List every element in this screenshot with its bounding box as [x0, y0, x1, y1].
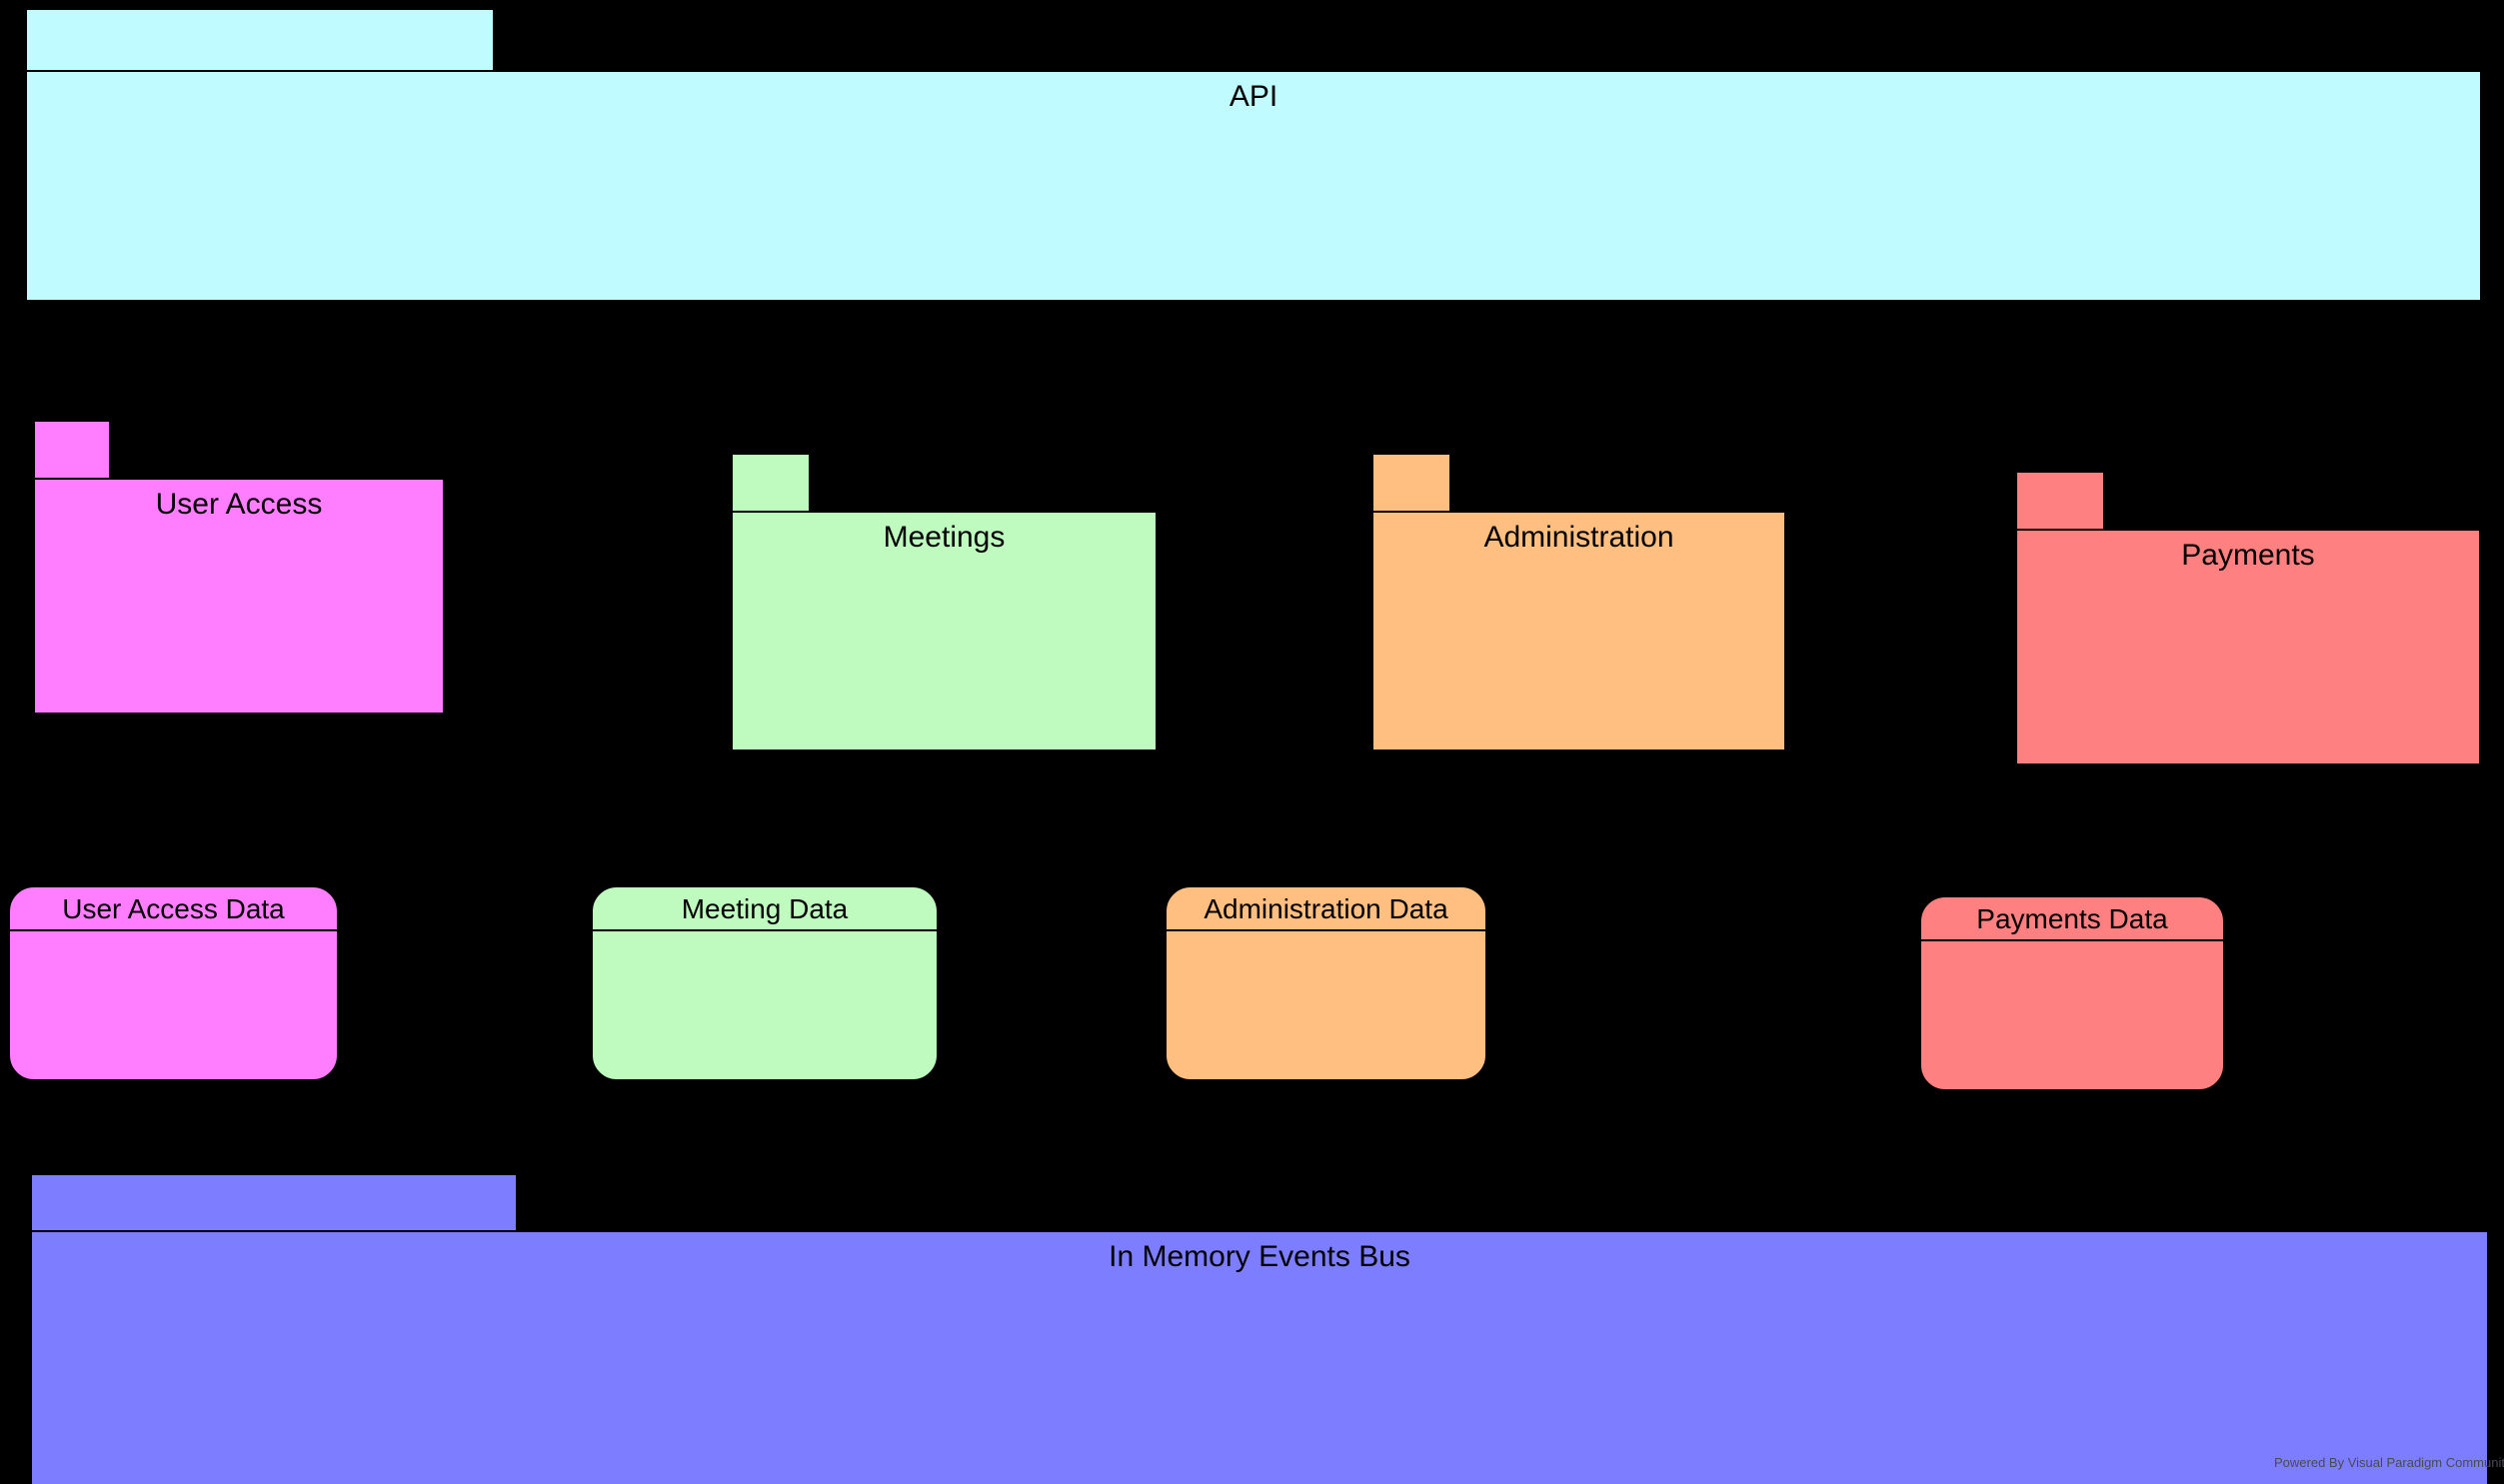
- package-in-memory-events-bus[interactable]: In Memory Events Bus: [30, 1173, 2489, 1484]
- package-payments-body: [2015, 529, 2481, 765]
- datastore-user-access-data-label: User Access Data: [10, 887, 337, 931]
- datastore-administration-data-label: Administration Data: [1167, 887, 1485, 931]
- package-payments[interactable]: Payments: [2015, 471, 2481, 765]
- datastore-meeting-data-label: Meeting Data: [593, 887, 937, 931]
- package-api[interactable]: API: [25, 8, 2482, 302]
- package-payments-tab: [2015, 471, 2105, 529]
- package-meetings-body: [731, 511, 1158, 751]
- package-administration-body: [1371, 511, 1786, 751]
- package-administration[interactable]: Administration: [1371, 453, 1786, 751]
- package-in-memory-events-bus-body: [30, 1230, 2489, 1484]
- datastore-meeting-data[interactable]: Meeting Data: [591, 885, 939, 1081]
- datastore-payments-data[interactable]: Payments Data: [1919, 895, 2225, 1091]
- package-meetings-tab: [731, 453, 811, 511]
- package-api-tab: [25, 8, 495, 70]
- package-user-access[interactable]: User Access: [33, 420, 445, 715]
- package-user-access-tab: [33, 420, 111, 478]
- package-api-body: [25, 70, 2482, 302]
- package-administration-tab: [1371, 453, 1451, 511]
- datastore-payments-data-label: Payments Data: [1921, 897, 2223, 941]
- package-user-access-body: [33, 478, 445, 715]
- datastore-user-access-data[interactable]: User Access Data: [8, 885, 339, 1081]
- package-in-memory-events-bus-tab: [30, 1173, 518, 1230]
- package-meetings[interactable]: Meetings: [731, 453, 1158, 751]
- datastore-administration-data[interactable]: Administration Data: [1165, 885, 1487, 1081]
